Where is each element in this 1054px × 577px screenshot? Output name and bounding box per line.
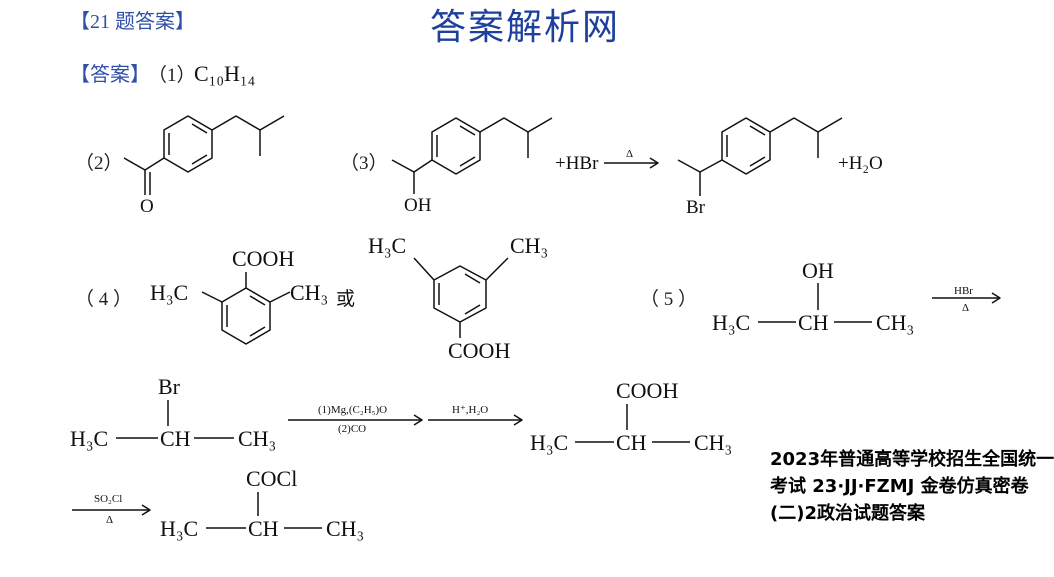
acid-ch-label: CH (616, 430, 647, 455)
ketone-oxygen-label: O (140, 196, 154, 217)
question-heading: 【21 题答案】 (70, 11, 195, 33)
hydrolysis-reagent: H⁺,H₂O (452, 404, 489, 416)
bromopropane-h3c-label: H₃C (70, 426, 109, 451)
hbr-reagent: +HBr (555, 153, 599, 174)
isopropanol-h3c-label: H₃C (712, 310, 751, 335)
part5-number: （ 5 ） (640, 289, 698, 310)
bromopropane-ch3-label: CH₃ (238, 426, 277, 451)
acyl-h3c-label: H₃C (160, 516, 199, 541)
part4-number: （ 4 ） (75, 289, 133, 310)
isopropanol-oh-label: OH (802, 258, 834, 283)
hbr-arrow-reagent: HBr (954, 285, 973, 297)
acid-h3c-label: H₃C (530, 430, 569, 455)
water-product: +H₂O (838, 153, 883, 174)
isomer2-h3c-label: H₃C (368, 233, 407, 258)
bromide-br-label: Br (686, 197, 705, 218)
isomer1-h3c-label: H₃C (150, 280, 189, 305)
isopropanol-ch-label: CH (798, 310, 829, 335)
carbonation-reagent: (2)CO (338, 423, 367, 435)
isomer2-cooh-label: COOH (448, 338, 511, 363)
isopropanol-ch3-label: CH₃ (876, 310, 915, 335)
acid-cooh-label: COOH (616, 378, 679, 403)
grignard-reagent: (1)Mg,(C₂H₅)O (318, 404, 388, 416)
acyl-cocl-label: COCl (246, 466, 298, 491)
exam-caption: 2023年普通高等学校招生全国统一考试 23·JJ·FZMJ 金卷仿真密卷(二)… (770, 449, 1054, 524)
bromopropane-br-label: Br (158, 374, 180, 399)
heat-symbol: Δ (626, 148, 634, 160)
acyl-chloride-reagent: SO₂Cl (94, 493, 123, 505)
hbr-arrow-heat: Δ (962, 302, 970, 314)
site-title: 答案解析网 (430, 7, 621, 48)
or-word: 或 (336, 289, 356, 310)
part1-formula: C₁₀H₁₄ (194, 61, 256, 86)
part1-number: （1） (148, 65, 196, 86)
answer-tag: 【答案】 (70, 64, 150, 86)
acyl-ch-label: CH (248, 516, 279, 541)
isomer2-ch3-label: CH₃ (510, 233, 549, 258)
part3-number: （3） (340, 153, 388, 174)
bromopropane-ch-label: CH (160, 426, 191, 451)
acid-ch3-label: CH₃ (694, 430, 733, 455)
acyl-chloride-heat: Δ (106, 514, 114, 526)
isomer1-ch3-label: CH₃ (290, 280, 329, 305)
acyl-ch3-label: CH₃ (326, 516, 365, 541)
part2-number: （2） (75, 153, 123, 174)
alcohol-oh-label: OH (404, 195, 432, 216)
isomer1-cooh-label: COOH (232, 246, 295, 271)
